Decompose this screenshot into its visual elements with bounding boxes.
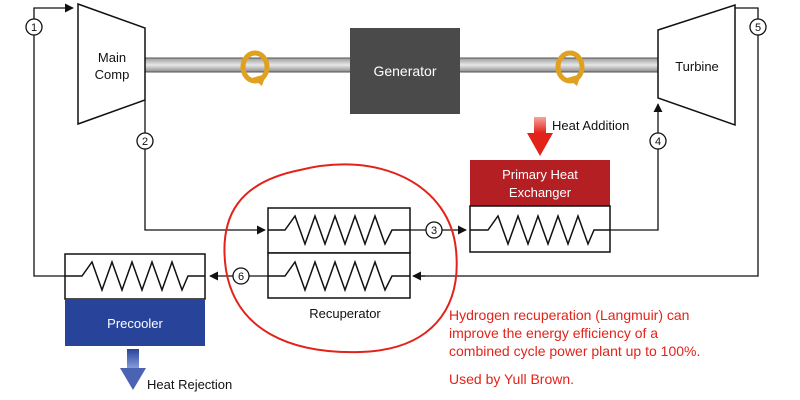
primary-hx-label-1: Primary Heat [502, 167, 578, 182]
annotation-line-3: combined cycle power plant up to 100%. [449, 343, 701, 359]
svg-text:5: 5 [755, 22, 761, 34]
main-comp-label-2: Comp [95, 67, 130, 82]
state-point-6: 6 [232, 267, 250, 285]
state-point-2: 2 [136, 132, 154, 150]
precooler-coil-box [64, 253, 206, 300]
svg-text:3: 3 [431, 225, 437, 237]
heat-addition-arrow [527, 117, 553, 156]
state-point-3: 3 [425, 221, 443, 239]
coil-icon [470, 213, 610, 247]
heat-rejection-arrow [120, 349, 146, 390]
heat-rejection-label: Heat Rejection [147, 377, 232, 392]
svg-text:1: 1 [31, 22, 37, 34]
precooler [65, 299, 205, 346]
state-point-1: 1 [25, 18, 43, 36]
recuperator-hot-side [267, 252, 411, 299]
main-comp-label-1: Main [98, 50, 126, 65]
coil-icon [268, 213, 410, 247]
annotation-line-2: improve the energy efficiency of a [449, 325, 659, 341]
turbine-label: Turbine [675, 59, 719, 74]
primary-hx-coil-box [469, 205, 611, 253]
svg-text:2: 2 [142, 136, 148, 148]
generator [350, 28, 460, 114]
precooler-label: Precooler [107, 316, 163, 331]
coil-icon [268, 259, 410, 293]
state-point-4: 4 [649, 132, 667, 150]
annotation-credit: Used by Yull Brown. [449, 371, 575, 387]
annotation-line-1: Hydrogen recuperation (Langmuir) can [449, 307, 690, 323]
primary-heat-exchanger [470, 160, 610, 206]
recuperator-cold-side [267, 207, 411, 254]
primary-hx-label-2: Exchanger [509, 185, 572, 200]
state-point-5: 5 [749, 18, 767, 36]
generator-label: Generator [373, 63, 436, 79]
rotation-arrow-icon [240, 50, 270, 86]
annotation-text: Hydrogen recuperation (Langmuir) can imp… [449, 306, 789, 388]
heat-addition-label: Heat Addition [552, 118, 629, 133]
turbine [657, 3, 736, 127]
recuperator-label: Recuperator [309, 306, 381, 321]
svg-text:4: 4 [655, 136, 661, 148]
highlight-circle [223, 163, 458, 354]
svg-text:6: 6 [238, 271, 244, 283]
rotation-arrow-icon [555, 50, 585, 86]
coil-icon [65, 259, 205, 293]
